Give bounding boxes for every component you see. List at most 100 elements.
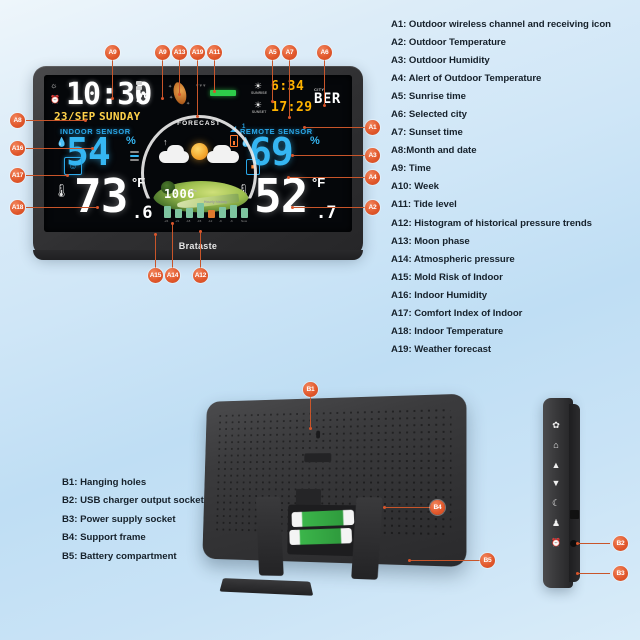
callout-badge-a14: A14 [165,268,180,283]
indoor-temperature-value: 73 [74,169,128,223]
legend-list-b: B1: Hanging holes B2: USB charger output… [62,478,322,570]
side-panel [543,398,573,588]
gear-icon[interactable]: ✿ [552,420,560,430]
history-label: Hourly history [204,200,227,204]
callout-leader [26,148,91,149]
back-panel [202,393,467,596]
city-code: BER [314,91,341,107]
weather-station-back [195,392,485,607]
callout-leader [155,233,156,268]
callout-anchor [383,506,386,509]
callout-badge-b3: B3 [613,566,628,581]
histogram-bar [175,209,182,218]
callout-anchor [291,206,294,209]
callout-anchor [96,206,99,209]
callout-badge-a2: A2 [365,200,380,215]
callout-badge-a16: A16 [10,141,25,156]
callout-anchor [66,174,69,177]
remote-temperature-decimal: .7 [316,203,337,223]
legend-item: A7: Sunset time [391,127,463,139]
callout-badge-a6: A6 [317,45,332,60]
weather-station-front: ☼ ⏰ 10:30 29 23/SEP SUNDAY ✦ ✦ ✦ ▾▾▾ ☀ S… [33,66,363,260]
lcd-screen: ☼ ⏰ 10:30 29 23/SEP SUNDAY ✦ ✦ ✦ ▾▾▾ ☀ S… [44,75,352,232]
callout-anchor [309,427,312,430]
moon-phase-icon: ✦ ✦ ✦ [168,81,190,107]
forecast-label: FORECAST [177,120,221,127]
callout-leader [578,543,610,544]
legend-item: A14: Atmospheric pressure [391,253,515,265]
legend-item: A1: Outdoor wireless channel and receivi… [391,19,611,30]
indoor-sensor-header: INDOOR SENSOR [60,127,131,136]
support-frame-base [219,578,314,596]
legend-item: B5: Battery compartment [62,550,177,562]
home-icon[interactable]: ⌂ [553,440,559,450]
hanging-hole [316,430,321,439]
down-arrow-icon[interactable]: ▼ [551,478,561,488]
callout-leader [289,177,365,178]
callout-leader [214,60,215,90]
sensor-icon[interactable]: ♟ [551,518,561,528]
comfort-index-icon: ☺ [64,157,82,175]
callout-badge-a7: A7 [282,45,297,60]
legend-item: B1: Hanging holes [62,477,147,488]
callout-leader [293,207,365,208]
battery-cell [289,527,353,546]
callout-anchor [303,126,306,129]
callout-anchor [84,119,87,122]
support-frame-leg [255,496,284,576]
snooze-light-icon[interactable]: ☾ [551,498,561,508]
histogram-bar [219,207,226,218]
legend-item: A18: Indoor Temperature [391,325,504,337]
callout-leader [578,573,610,574]
pressure-unit: hPa [190,189,197,193]
callout-badge-b5: B5 [480,553,495,568]
sunrise-label: SUNRISE [251,91,267,95]
weekday-display: SUNDAY [99,110,141,123]
humidity-drop-icon: 💧 [56,137,68,147]
battery-cell [291,509,355,528]
cloud-icon [213,145,231,158]
callout-leader [197,60,198,115]
legend-item: B4: Support frame [62,532,146,544]
callout-anchor [408,559,411,562]
histogram-bar [208,210,215,218]
cloud-icon [167,145,184,158]
callout-anchor [196,115,199,118]
callout-leader [305,127,365,128]
legend-item: A17: Comfort Index of Indoor [391,307,523,319]
alarm-clock-icon: ⏰ [50,95,60,104]
indoor-humidity-value: 54 [66,130,111,174]
legend-list-a: A1: Outdoor wireless channel and receivi… [391,20,636,363]
callout-anchor [178,93,181,96]
legend-item: A19: Weather forecast [391,343,492,355]
callout-badge-a4: A4 [365,170,380,185]
callout-leader [26,175,66,176]
callout-badge-a8: A8 [10,113,25,128]
callout-leader [26,207,96,208]
callout-leader [385,507,433,508]
callout-badge-a1: A1 [365,120,380,135]
city-group: CITY BER [314,87,348,106]
callout-anchor [576,572,579,575]
remote-humidity-unit: % [310,135,320,147]
histogram-bar [164,206,171,218]
callout-anchor [271,100,274,103]
remote-sensor-header: REMOTE SENSOR [240,127,313,136]
tide-level-bar [210,90,236,96]
legend-item: A12: Histogram of historical pressure tr… [391,217,592,229]
sunset-label: SUNSET [251,110,267,114]
callout-anchor [288,116,291,119]
sun-icon [191,143,208,160]
tree-icon [161,181,175,194]
usb-output-socket [570,510,579,519]
up-arrow-icon[interactable]: ▲ [551,460,561,470]
legend-item: A16: Indoor Humidity [391,289,488,301]
alarm-icon[interactable]: ⏰ [551,538,561,547]
callout-leader [172,222,173,268]
callout-leader [272,60,273,100]
callout-badge-a19: A19 [190,45,205,60]
legend-item: A15: Mold Risk of Indoor [391,271,503,283]
